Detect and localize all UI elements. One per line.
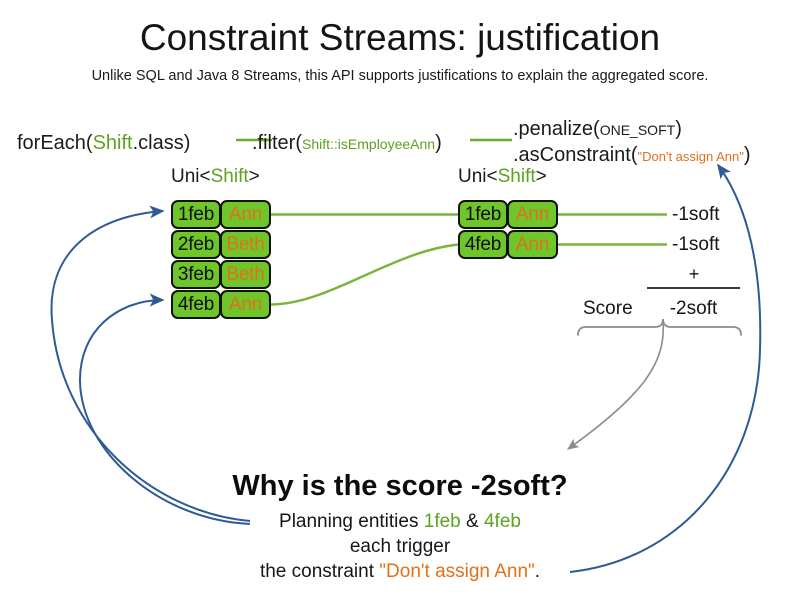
tuple-date: 3feb bbox=[171, 260, 221, 289]
tuple-date: 2feb bbox=[171, 230, 221, 259]
code-filter-tail: ) bbox=[435, 132, 442, 154]
uni-right-prefix: Uni< bbox=[458, 166, 498, 187]
uni-right-suffix: > bbox=[535, 166, 547, 187]
tuple-row[interactable]: 4feb Ann bbox=[171, 290, 271, 319]
code-penalize-method: .penalize( bbox=[513, 118, 600, 140]
code-as-constraint: .asConstraint("Don't assign Ann") bbox=[513, 143, 751, 169]
penalty-label: -1soft bbox=[672, 234, 720, 255]
tuple-date: 1feb bbox=[171, 200, 221, 229]
explanation-line-2: each trigger bbox=[349, 536, 451, 557]
code-foreach-tail: .class) bbox=[132, 132, 191, 154]
code-foreach-type: Shift bbox=[92, 132, 133, 154]
score-brace bbox=[577, 318, 742, 336]
explanation-entity-1feb: 1feb bbox=[423, 511, 461, 532]
code-penalize: .penalize(ONE_SOFT) bbox=[513, 117, 682, 142]
tuple-employee: Beth bbox=[220, 260, 271, 289]
explanation-line-3-prefix: the constraint bbox=[259, 561, 380, 582]
code-as-constraint-method: .asConstraint( bbox=[513, 144, 638, 166]
score-operator: + bbox=[688, 264, 700, 284]
penalty-label: -1soft bbox=[672, 204, 720, 225]
tuple-employee: Ann bbox=[220, 290, 271, 319]
explanation-line-3-suffix: . bbox=[534, 561, 541, 582]
score-total: -2soft bbox=[669, 298, 718, 319]
page-title: Constraint Streams: justification bbox=[139, 17, 661, 58]
score-divider bbox=[647, 287, 740, 289]
uni-label-right: Uni<Shift> bbox=[458, 166, 547, 188]
code-penalize-level: ONE_SOFT bbox=[599, 122, 676, 138]
tuple-row[interactable]: 4feb Ann bbox=[458, 230, 558, 259]
code-foreach-method: forEach( bbox=[17, 132, 93, 154]
code-penalize-tail: ) bbox=[675, 118, 682, 140]
uni-left-type: Shift bbox=[210, 166, 249, 187]
explanation-entity-4feb: 4feb bbox=[483, 511, 521, 532]
explanation-line-1: Planning entities 1feb & 4feb bbox=[0, 510, 800, 534]
tuple-row[interactable]: 3feb Beth bbox=[171, 260, 271, 289]
tuple-employee: Ann bbox=[507, 230, 558, 259]
tuple-row[interactable]: 2feb Beth bbox=[171, 230, 271, 259]
tuple-date: 1feb bbox=[458, 200, 508, 229]
uni-left-suffix: > bbox=[248, 166, 260, 187]
explanation-line-3: the constraint "Don't assign Ann". bbox=[0, 560, 800, 584]
explanation-line-1-prefix: Planning entities bbox=[279, 511, 424, 532]
code-filter: .filter(Shift::isEmployeeAnn) bbox=[252, 131, 442, 156]
page-subtitle: Unlike SQL and Java 8 Streams, this API … bbox=[91, 68, 709, 84]
code-as-constraint-tail: ) bbox=[743, 144, 751, 166]
explanation-line-1-amp: & bbox=[460, 511, 484, 532]
tuple-employee: Ann bbox=[220, 200, 271, 229]
code-foreach: forEach(Shift.class) bbox=[17, 131, 190, 155]
tuple-date: 4feb bbox=[458, 230, 508, 259]
tuple-employee: Ann bbox=[507, 200, 558, 229]
explanation-heading: Why is the score -2soft? bbox=[232, 470, 568, 502]
tuple-row[interactable]: 1feb Ann bbox=[171, 200, 271, 229]
uni-left-prefix: Uni< bbox=[171, 166, 211, 187]
uni-label-left: Uni<Shift> bbox=[171, 166, 260, 188]
uni-right-type: Shift bbox=[497, 166, 536, 187]
score-brace-arrow bbox=[566, 319, 665, 450]
code-filter-ref: Shift::isEmployeeAnn bbox=[302, 136, 436, 152]
score-label: Score bbox=[583, 298, 633, 319]
tuple-date: 4feb bbox=[171, 290, 221, 319]
tuple-employee: Beth bbox=[220, 230, 271, 259]
code-constraint-name: "Don't assign Ann" bbox=[637, 149, 744, 164]
explanation-constraint-name: "Don't assign Ann" bbox=[379, 561, 535, 582]
code-filter-method: .filter( bbox=[252, 132, 302, 154]
tuple-row[interactable]: 1feb Ann bbox=[458, 200, 558, 229]
stream-line-4feb bbox=[270, 243, 459, 306]
